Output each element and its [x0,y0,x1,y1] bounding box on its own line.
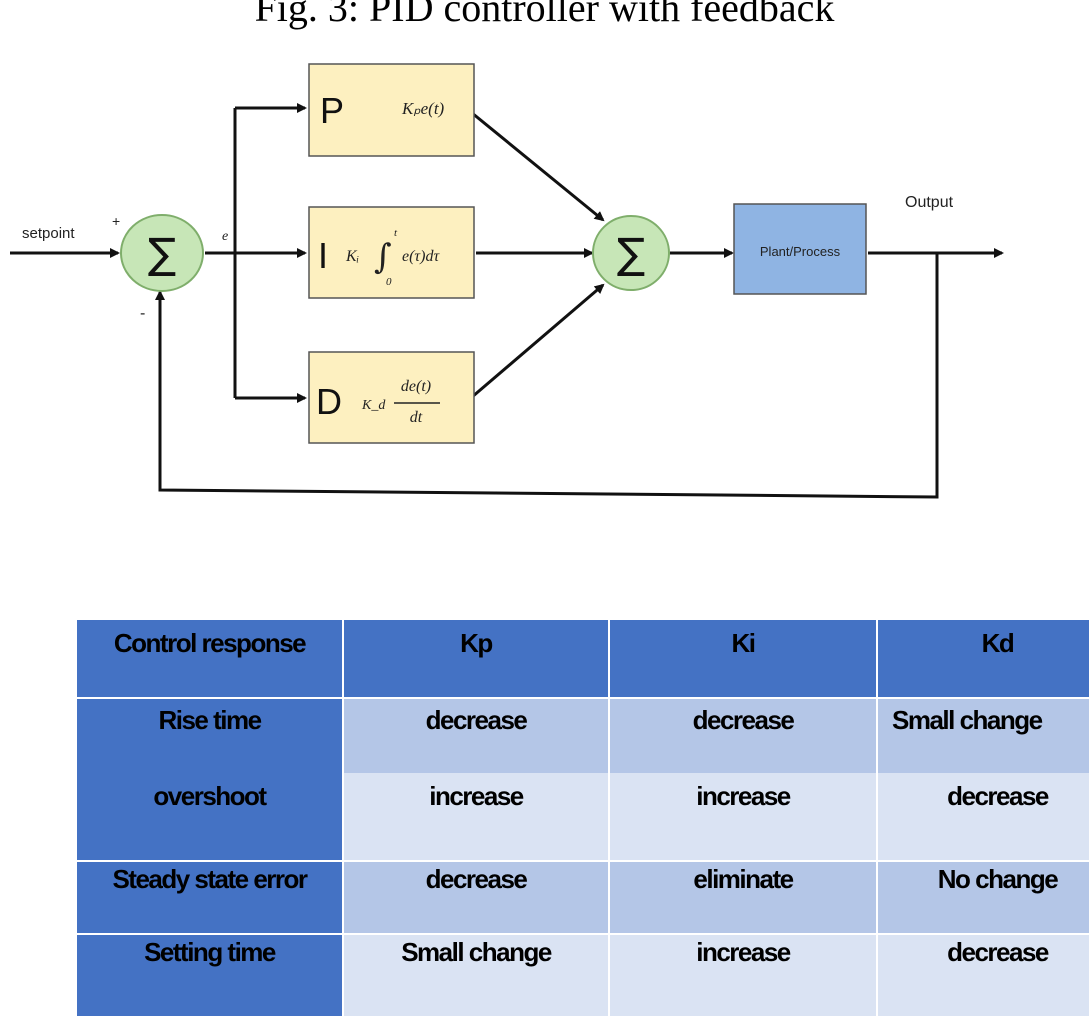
table-cell: decrease [342,860,609,934]
error-label: e [222,229,228,244]
d-letter: D [316,381,342,422]
i-formula-coef: Kᵢ [345,248,359,265]
summing-junction-input: ∑ [120,214,204,292]
table-cell: Small change [342,933,609,1016]
pid-block-diagram: ∑ ∑ setpoint + - e Output P Kₚe(t) I Kᵢ … [10,63,1004,499]
feedback-line [155,253,939,499]
table-cell: increase [608,773,877,861]
i-letter: I [318,235,328,276]
d-formula-denominator: dt [410,409,423,426]
row-label: Steady state error [77,860,343,934]
plus-sign: + [112,213,120,229]
table-cell: decrease [876,773,1089,861]
table-cell: Small change [876,697,1089,773]
d-formula-coef: K_d [361,398,386,413]
sum-symbol: ∑ [148,229,176,278]
sum-symbol: ∑ [617,229,645,278]
plant-label: Plant/Process [760,244,841,259]
p-formula: Kₚe(t) [401,99,445,118]
p-letter: P [320,90,344,131]
i-block: I Kᵢ ∫ t 0 e(τ)dτ [308,206,475,299]
output-label: Output [905,194,954,211]
d-block: D K_d de(t) dt [308,351,475,444]
table-cell: decrease [342,697,609,773]
d-formula-numerator: de(t) [401,378,431,395]
row-label: Rise time [77,697,343,773]
table-cell: increase [342,773,609,861]
table-cell: No change [876,860,1089,934]
table-cell: increase [608,933,877,1016]
header-kd: Kd [876,620,1089,698]
i-formula-body: e(τ)dτ [402,248,440,265]
summing-junction-output: ∑ [592,215,670,291]
setpoint-label: setpoint [22,225,75,242]
row-label: overshoot [77,773,343,861]
plant-block: Plant/Process [733,203,867,295]
header-control-response: Control response [77,620,343,698]
pid-effects-table: Control response Kp Ki Kd Rise time decr… [77,620,1089,1016]
p-block: P Kₚe(t) [308,63,475,157]
integral-symbol: ∫ [374,237,392,277]
row-label: Setting time [77,933,343,1016]
figure-caption: Fig. 3: PID controller with feedback [254,0,835,30]
table-cell: eliminate [608,860,877,934]
table-cell: decrease [876,933,1089,1016]
d-to-sum-arrow [471,283,605,399]
header-ki: Ki [608,620,877,698]
minus-sign: - [140,305,145,322]
i-formula-upper: t [394,227,398,239]
p-to-sum-arrow [471,111,605,222]
table-cell: decrease [608,697,877,773]
i-formula-lower: 0 [386,276,392,288]
header-kp: Kp [342,620,609,698]
